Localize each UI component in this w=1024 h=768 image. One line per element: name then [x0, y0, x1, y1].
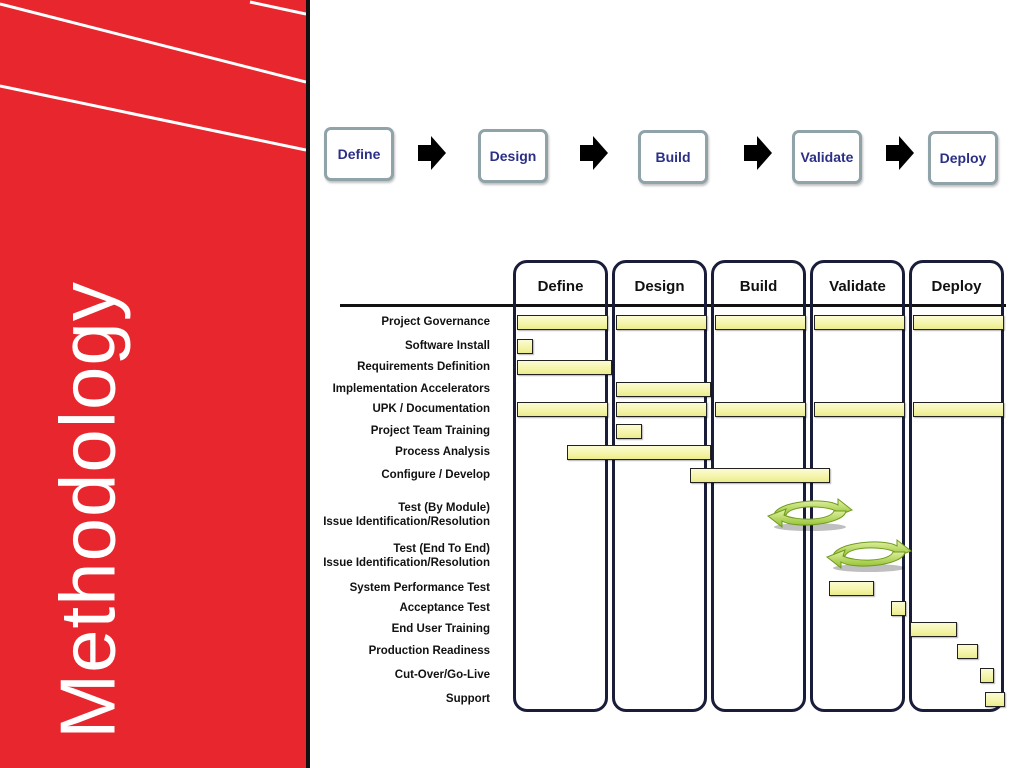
- phase-header-design: Design: [634, 278, 685, 295]
- task-bar: [985, 692, 1006, 707]
- phase-column-build: [711, 260, 806, 712]
- task-label: Project Governance: [381, 316, 490, 328]
- phase-flow: Define Design Build Validate Deploy: [0, 0, 1024, 200]
- task-bar: [616, 424, 642, 439]
- task-bar: [616, 315, 707, 330]
- task-bar: [517, 402, 608, 417]
- task-label: Production Readiness: [368, 645, 490, 657]
- flow-arrow-icon: [418, 136, 446, 170]
- task-label: Project Team Training: [370, 425, 490, 437]
- flow-step-design: Design: [478, 129, 548, 183]
- task-bar: [715, 315, 806, 330]
- flow-arrow-icon: [886, 136, 914, 170]
- task-label: Cut-Over/Go-Live: [394, 669, 490, 681]
- task-label: Requirements Definition: [357, 361, 490, 373]
- flow-arrow-icon: [580, 136, 608, 170]
- flow-step-validate: Validate: [792, 130, 862, 184]
- task-label: Test (By Module) Issue Identification/Re…: [323, 502, 490, 528]
- task-label: Implementation Accelerators: [332, 383, 490, 395]
- phase-header-define: Define: [537, 278, 584, 295]
- cycle-arrows-icon: [826, 538, 913, 572]
- task-bar: [913, 402, 1004, 417]
- task-label: End User Training: [391, 623, 490, 635]
- task-bar: [913, 315, 1004, 330]
- phase-header-deploy: Deploy: [931, 278, 982, 295]
- task-bar: [517, 315, 608, 330]
- task-label: Process Analysis: [395, 446, 490, 458]
- task-bar: [814, 402, 905, 417]
- task-bar: [956, 644, 979, 659]
- task-label: System Performance Test: [349, 582, 490, 594]
- cycle-arrows-icon: [767, 497, 853, 531]
- task-bar: [690, 468, 830, 483]
- task-label: Configure / Develop: [381, 469, 490, 481]
- task-label: Software Install: [405, 340, 490, 352]
- phase-column-design: [612, 260, 707, 712]
- phase-column-validate: [810, 260, 905, 712]
- task-label: Test (End To End) Issue Identification/R…: [323, 543, 490, 569]
- task-bar: [891, 601, 907, 616]
- task-bar: [517, 339, 533, 354]
- flow-step-deploy: Deploy: [928, 131, 998, 185]
- task-bar: [910, 622, 957, 637]
- task-bar: [616, 382, 711, 397]
- phase-header-build: Build: [739, 278, 778, 295]
- phase-header-validate: Validate: [829, 278, 886, 295]
- task-label: UPK / Documentation: [372, 403, 490, 415]
- header-rule: [340, 304, 1006, 307]
- task-bar: [814, 315, 905, 330]
- task-bar: [616, 402, 707, 417]
- task-bar: [828, 581, 875, 596]
- decorative-lines: [0, 0, 306, 152]
- flow-step-build: Build: [638, 130, 708, 184]
- flow-arrow-icon: [744, 136, 772, 170]
- task-label: Support: [445, 693, 490, 705]
- task-bar: [715, 402, 806, 417]
- sidebar-panel: Methodology: [0, 0, 310, 768]
- phase-column-deploy: [909, 260, 1004, 712]
- task-label: Acceptance Test: [399, 602, 490, 614]
- task-bar: [980, 668, 995, 683]
- phase-column-define: [513, 260, 608, 712]
- task-bar: [566, 445, 711, 460]
- flow-step-define: Define: [324, 127, 394, 181]
- task-bar: [517, 360, 612, 375]
